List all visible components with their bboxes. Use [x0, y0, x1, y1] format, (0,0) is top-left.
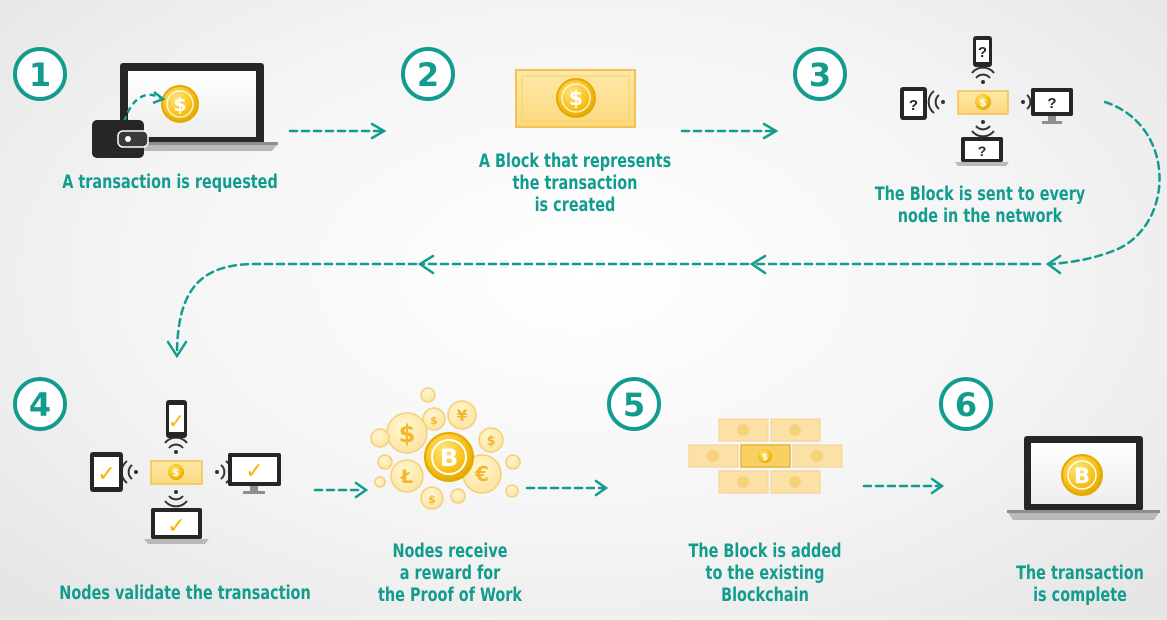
arrow-1-to-2: [288, 122, 387, 140]
arrow-2-to-3: [680, 122, 779, 140]
reward-caption: Nodes receive a reward for the Proof of …: [377, 541, 523, 606]
svg-text:$: $: [399, 420, 416, 448]
step-3-caption: The Block is sent to every node in the n…: [874, 184, 1086, 227]
step-2-badge: 2: [401, 47, 455, 101]
arrow-reward-to-5: [525, 479, 609, 497]
step-2-number: 2: [417, 56, 439, 94]
blockchain-blocks-icon: $: [688, 418, 843, 494]
dollar-glyph: $: [173, 94, 186, 116]
validation-network-icon: $ ✓ ✓ ✓ ✓: [90, 400, 281, 544]
svg-text:$: $: [428, 493, 436, 506]
step-4-badge: 4: [13, 377, 67, 431]
arrow-3-loop-return: [166, 100, 1161, 359]
check-icon: ✓: [167, 514, 185, 539]
flow-arrows: [166, 100, 1161, 499]
step-3-number: 3: [809, 56, 831, 94]
step-5-badge: 5: [607, 377, 661, 431]
svg-text:$: $: [173, 468, 180, 479]
svg-text:?: ?: [1047, 95, 1056, 112]
block-bill-icon: $: [515, 69, 636, 128]
step-6-caption: The transaction is complete: [1016, 563, 1144, 606]
step-5-number: 5: [623, 386, 645, 424]
step-3-badge: 3: [793, 47, 847, 101]
step-6-number: 6: [955, 386, 977, 424]
reward-coins-icon: $ ¥ $ Ł € $ $ B: [370, 387, 521, 510]
svg-text:?: ?: [909, 97, 918, 114]
arrow-5-to-6: [862, 477, 945, 495]
check-icon: ✓: [245, 459, 263, 484]
bitcoin-glyph: B: [1074, 464, 1090, 488]
network-broadcast-icon: $ ? ? ? ?: [900, 36, 1073, 166]
svg-text:$: $: [980, 98, 987, 109]
question-glyph: ?: [978, 44, 987, 61]
step-2-caption: A Block that represents the transaction …: [478, 151, 672, 216]
step-5-caption: The Block is added to the existing Block…: [688, 541, 842, 606]
dollar-glyph: $: [569, 86, 583, 110]
svg-text:Ł: Ł: [400, 466, 413, 488]
step-1-caption: A transaction is requested: [62, 172, 278, 193]
step-4-number: 4: [29, 386, 51, 424]
svg-text:€: €: [474, 462, 489, 486]
svg-text:?: ?: [978, 143, 987, 159]
arrow-4-to-reward: [313, 481, 369, 499]
step-1-number: 1: [29, 56, 51, 94]
svg-text:¥: ¥: [456, 406, 467, 425]
laptop-wallet-icon: $: [92, 63, 278, 158]
check-icon: ✓: [168, 409, 185, 433]
svg-text:$: $: [762, 453, 768, 463]
laptop-complete-icon: B: [1007, 436, 1160, 520]
step-6-badge: 6: [939, 377, 993, 431]
svg-text:$: $: [486, 434, 495, 449]
check-icon: ✓: [97, 462, 115, 487]
step-1-badge: 1: [13, 47, 67, 101]
step-4-caption: Nodes validate the transaction: [59, 583, 311, 604]
svg-text:$: $: [430, 414, 438, 427]
bitcoin-glyph: B: [440, 444, 458, 472]
